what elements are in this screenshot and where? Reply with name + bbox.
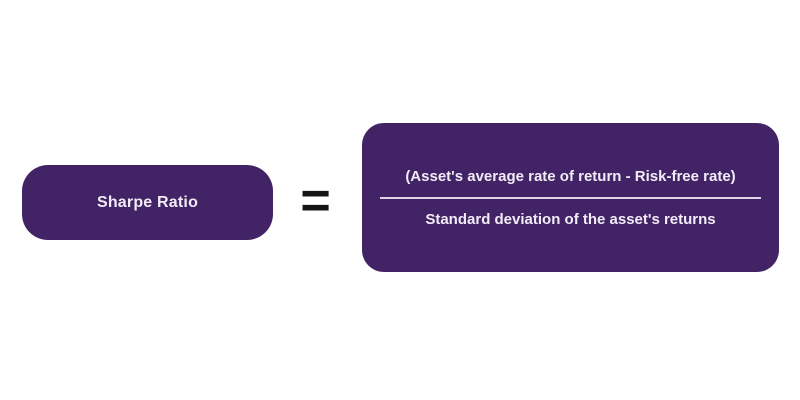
formula-box: (Asset's average rate of return - Risk-f… (362, 123, 779, 272)
formula-denominator: Standard deviation of the asset's return… (425, 210, 716, 228)
formula-numerator: (Asset's average rate of return - Risk-f… (405, 167, 736, 185)
term-box: Sharpe Ratio (22, 165, 273, 240)
fraction-line (380, 196, 761, 199)
term-label: Sharpe Ratio (96, 193, 199, 211)
equals-icon: = (300, 172, 331, 230)
